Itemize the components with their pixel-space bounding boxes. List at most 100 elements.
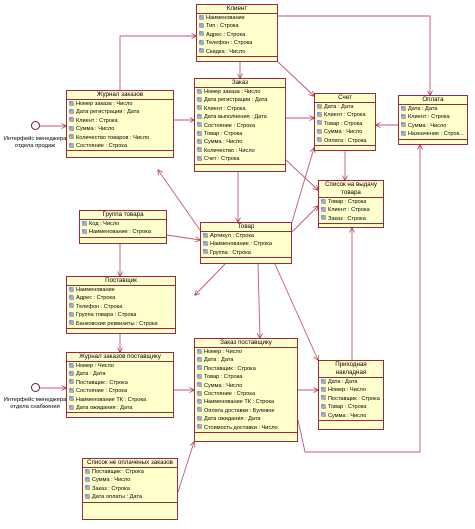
attribute-text: Номер заказа : Число — [76, 101, 133, 107]
class-attribute: Тип : Строка — [197, 22, 277, 30]
class-attribute: Оплата : Строка — [315, 137, 375, 145]
class-attribute: Дата регистрации : Дата — [67, 108, 173, 116]
class-attribute: Дата : Дата — [399, 105, 467, 113]
association-line — [277, 61, 314, 96]
class-attribute: Наименование — [67, 286, 175, 294]
attribute-icon — [85, 468, 90, 474]
attribute-icon — [69, 100, 74, 106]
class-title: Список на выдачу товара — [319, 181, 383, 198]
attribute-icon — [321, 386, 326, 392]
class-attribute: Номер : Число — [319, 386, 383, 394]
class-attribute: Сумма : Число — [319, 412, 383, 420]
attribute-text: Банковские реквизиты : Строка — [76, 320, 158, 327]
class-attribute: Состояние : Строка — [195, 122, 285, 130]
association-line — [278, 15, 430, 95]
class-title: Журнал заказов — [67, 91, 173, 100]
class-title: Заказ поставщику — [195, 339, 297, 348]
attribute-text: Дата : Дата — [328, 379, 358, 385]
attribute-text: Дата регистрации : Дата — [204, 97, 268, 104]
attribute-text: Дата : Дата — [76, 371, 106, 378]
attribute-text: Дата : Дата — [324, 104, 354, 110]
class-attribute: Клиент : Строка — [399, 113, 467, 121]
class-attribute: Дата регистрации : Дата — [195, 96, 285, 104]
actor-sales-manager-icon[interactable] — [31, 121, 40, 130]
class-attribute: Состояние : Строка — [67, 142, 173, 150]
operations-compartment — [80, 236, 166, 242]
attribute-text: Дата ожидания : Дата — [204, 416, 261, 423]
class-attribute: Состояние : Строка — [67, 387, 173, 395]
class-title: Приходная накладная — [319, 361, 383, 378]
attribute-icon — [197, 398, 202, 404]
attribute-icon — [321, 215, 326, 221]
attribute-icon — [69, 117, 74, 123]
attribute-icon — [197, 122, 202, 128]
attribute-icon — [197, 88, 202, 94]
attribute-text: Код : Число — [89, 221, 120, 227]
association-line — [285, 159, 318, 190]
attribute-icon — [199, 39, 204, 45]
association-line — [158, 170, 201, 231]
attribute-icon — [85, 485, 90, 491]
attribute-icon — [203, 249, 208, 255]
attribute-icon — [203, 240, 208, 246]
actor-supply-manager-label: Интерфейс менеджера отдела снабжения — [3, 397, 67, 410]
operations-compartment — [195, 432, 297, 437]
attribute-icon — [321, 378, 326, 384]
attribute-text: Дата : Дата — [204, 357, 234, 364]
operations-compartment — [197, 56, 277, 61]
class-attribute: Дата : Дата — [67, 370, 173, 378]
attribute-icon — [197, 365, 202, 371]
operations-compartment — [67, 150, 173, 155]
class-title: Клиент — [197, 5, 277, 14]
class-attribute: Наименование : Строка — [80, 228, 166, 236]
attribute-icon — [199, 48, 204, 54]
class-attribute: Количество товаров : Число — [67, 134, 173, 142]
attribute-text: Артикул : Строка — [210, 233, 255, 239]
attribute-text: Телефон : Строка — [76, 303, 123, 310]
attribute-text: Группа товара : Строка — [76, 312, 137, 319]
attribute-icon — [197, 105, 202, 111]
class-attribute: Наименование — [197, 14, 277, 22]
class-attribute: Клиент : Строка — [67, 117, 173, 125]
attribute-icon — [69, 108, 74, 114]
attribute-text: Сумма : Число — [92, 477, 131, 484]
class-attribute: Сумма : Число — [399, 122, 467, 130]
class-attribute: Адрес : Строка — [67, 294, 175, 302]
actor-supply-manager-icon[interactable] — [31, 383, 40, 392]
association-line — [258, 263, 260, 338]
class-title: Группа товара — [80, 211, 166, 220]
class-title: Список не оплаченых заказов — [83, 459, 177, 468]
attribute-text: Скидка : Число — [206, 48, 246, 55]
attribute-text: Количество : Число — [204, 147, 255, 154]
attribute-text: Группа : Строка — [210, 249, 251, 256]
attribute-text: Номер : Число — [76, 363, 114, 369]
class-title: Товар — [201, 223, 291, 232]
attribute-text: Состояние : Строка — [204, 122, 256, 129]
attribute-text: Сумма : Число — [204, 139, 243, 146]
attribute-text: Наименование ТК : Строка — [204, 399, 275, 406]
class-attribute: Код : Число — [80, 220, 166, 228]
class-attribute: Состояние : Строка — [195, 390, 297, 398]
class-attribute: Группа : Строка — [201, 249, 291, 257]
attribute-icon — [197, 356, 202, 362]
attribute-icon — [197, 407, 202, 413]
attribute-text: Товар : Строка — [328, 404, 367, 411]
attribute-icon — [401, 122, 406, 128]
operations-compartment — [195, 163, 285, 169]
attribute-icon — [197, 390, 202, 396]
attribute-icon — [85, 493, 90, 499]
attribute-icon — [69, 303, 74, 309]
